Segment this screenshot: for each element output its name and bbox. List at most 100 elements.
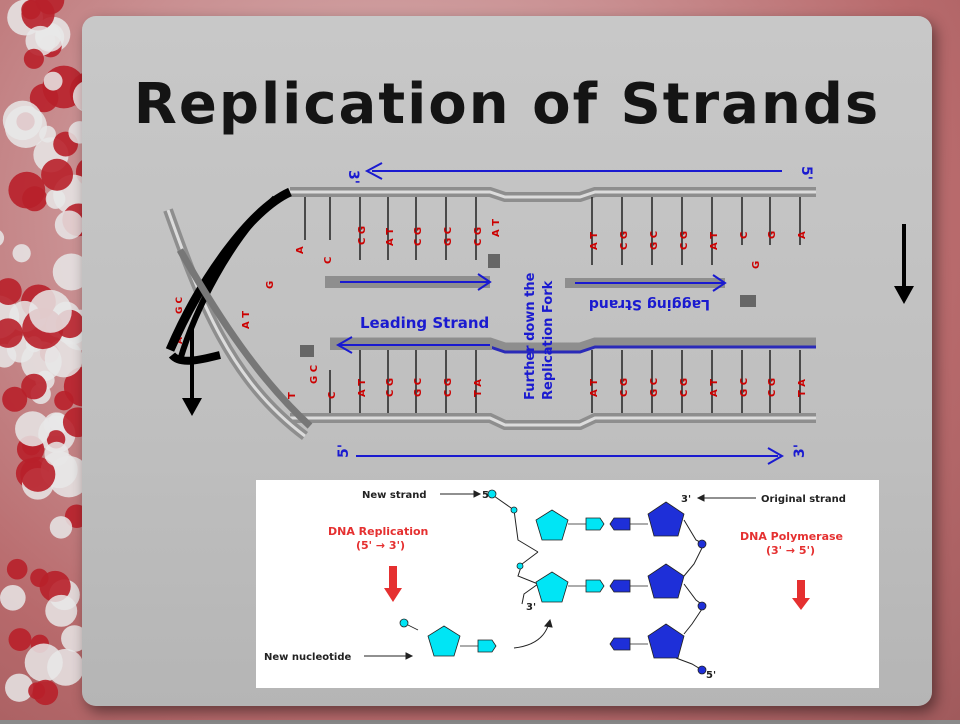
orig-sugar-2 [647,563,685,599]
right-down-arrow [894,224,914,304]
svg-text:A T: A T [709,232,720,250]
lagging-primer [740,295,756,307]
dna-polymerase-direction: (3' → 5') [766,544,815,557]
new-nucleotide-label: New nucleotide [264,652,351,663]
orig-base-1 [609,517,631,531]
top-right-end-label: 5' [798,166,814,180]
new-strand-phosphate [487,489,497,499]
svg-text:C G: C G [413,227,424,246]
bead [24,643,63,682]
orig-sugar-1 [647,501,685,537]
bead [54,210,84,240]
bead [21,0,41,20]
polymerase-diagram-panel: New strand 5' 3' Original strand 3' 5' N… [256,480,879,688]
dna-replication-heading: DNA Replication [328,525,428,538]
svg-text:G C: G C [413,378,424,397]
svg-text:A T: A T [589,232,600,250]
leading-strand-label: Leading Strand [360,314,489,332]
svg-text:A: A [797,231,808,239]
bead [8,628,32,652]
svg-text:A T: A T [241,311,252,329]
svg-text:G: G [265,281,276,289]
top-left-end-label: 3' [345,170,361,184]
lower-new-primer [300,345,314,357]
orig-sugar-3 [647,623,685,659]
new-nucleotide-sugar [427,625,461,657]
bead [54,390,74,411]
bead [23,48,44,69]
svg-text:T A: T A [797,379,808,397]
replication-red-arrow [389,566,397,590]
svg-text:C G: C G [767,378,778,397]
svg-text:C: C [739,232,750,239]
svg-text:T A: T A [473,379,484,397]
svg-text:C: C [323,257,334,264]
new-sugar-2 [535,571,569,603]
bead [43,71,63,91]
svg-text:C G: C G [679,231,690,250]
new-base-1 [585,517,605,531]
svg-text:C G: C G [619,231,630,250]
left-down-arrow [182,328,202,416]
bead [6,558,28,580]
bead [32,679,59,706]
svg-text:G: G [767,231,778,239]
svg-text:A T: A T [709,379,720,397]
fork-note-line1: Further down the [523,272,538,400]
base-labels: A C C G A T C G G C C G A T A T C G G C … [241,219,808,399]
new-strand-label: New strand [362,490,427,501]
bead [29,83,59,113]
bead [48,412,68,432]
dna-replication-direction: (5' → 3') [356,539,405,552]
bead [0,230,5,246]
svg-text:G C: G C [309,365,320,384]
bead [44,441,69,467]
polymerase-red-arrow [797,580,805,600]
svg-text:C G: C G [443,378,454,397]
svg-text:C G: C G [679,378,690,397]
double-helix [163,187,313,441]
bead [39,125,56,143]
bead [2,386,28,412]
bead [12,244,31,263]
svg-text:G C: G C [649,231,660,250]
bottom-right-end-label: 3' [792,444,808,458]
bead [20,456,56,492]
bead [2,100,43,141]
svg-text:C G: C G [357,226,368,245]
svg-text:C G: C G [473,227,484,246]
fork-note-line2: Replication Fork [541,280,556,400]
original-strand-top-end: 3' [681,494,691,505]
svg-text:C: C [327,392,338,399]
bead [45,594,78,627]
new-strand-end: 5' [482,490,492,501]
top-left-rungs [304,197,477,260]
svg-text:A T: A T [589,379,600,397]
svg-text:G C: G C [175,296,185,314]
lagging-strand-label: Lagging Strand [589,296,710,312]
svg-text:A T: A T [357,379,368,397]
svg-text:G C: G C [649,378,660,397]
svg-text:G: G [751,261,762,269]
bead [21,373,47,400]
svg-text:C G: C G [619,378,630,397]
bottom-right-rungs [591,350,801,413]
bottom-left-rungs [329,350,477,413]
svg-text:A T: A T [385,228,396,246]
new-nucleotide-base [477,639,497,653]
bead [0,318,23,348]
original-strand-label: Original strand [761,494,846,505]
bead [15,411,51,447]
mid-strand-label: 3' [526,602,536,613]
bottom-left-end-label: 5' [336,444,352,458]
svg-text:A T: A T [491,219,502,237]
dna-polymerase-heading: DNA Polymerase [740,530,843,543]
svg-text:G C: G C [739,378,750,397]
bead [39,570,71,602]
bead [5,673,34,702]
bottom-strand-end: 5' [706,670,716,681]
bead [52,253,90,291]
polymerase-diagram: New strand 5' 3' Original strand 3' 5' N… [264,489,846,681]
top-arrow-head [364,162,383,180]
bead [61,625,88,652]
